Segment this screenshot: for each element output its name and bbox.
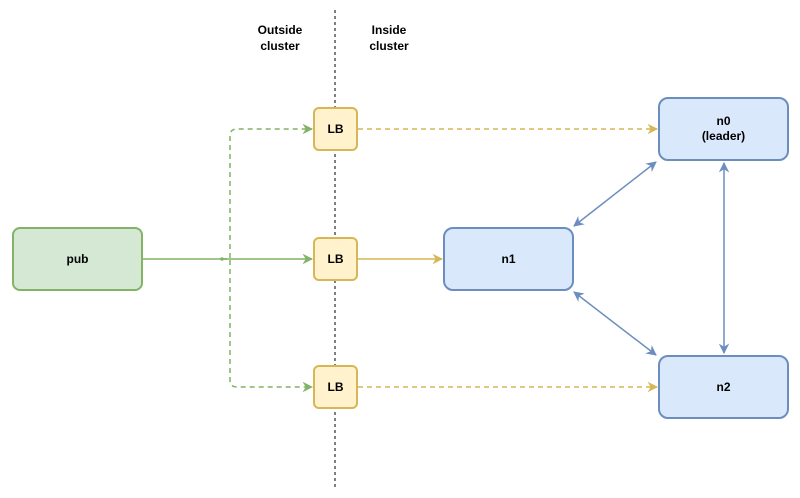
inside-cluster-label: Inside cluster bbox=[369, 23, 409, 53]
outside-cluster-label: Outside cluster bbox=[257, 23, 303, 53]
node-lb-mid[interactable]: LB bbox=[313, 237, 358, 281]
node-n0-label: n0 (leader) bbox=[701, 114, 746, 143]
node-lb-mid-label: LB bbox=[327, 251, 344, 266]
node-n2-label: n2 bbox=[716, 379, 731, 394]
node-n2[interactable]: n2 bbox=[658, 355, 789, 419]
node-pub-label: pub bbox=[66, 251, 89, 266]
edge-n1-n0 bbox=[573, 161, 657, 227]
edge-n1-n2 bbox=[573, 291, 657, 356]
node-n1[interactable]: n1 bbox=[443, 227, 574, 291]
node-lb-top-label: LB bbox=[327, 121, 344, 136]
node-pub[interactable]: pub bbox=[12, 227, 143, 291]
node-lb-top[interactable]: LB bbox=[313, 107, 358, 151]
node-n0[interactable]: n0 (leader) bbox=[658, 97, 789, 161]
node-n1-label: n1 bbox=[501, 251, 516, 266]
edge-pub-to-lb-bot bbox=[222, 258, 314, 393]
node-lb-bot[interactable]: LB bbox=[313, 365, 358, 409]
edge-pub-to-lb-top bbox=[222, 123, 314, 260]
node-lb-bot-label: LB bbox=[327, 379, 344, 394]
